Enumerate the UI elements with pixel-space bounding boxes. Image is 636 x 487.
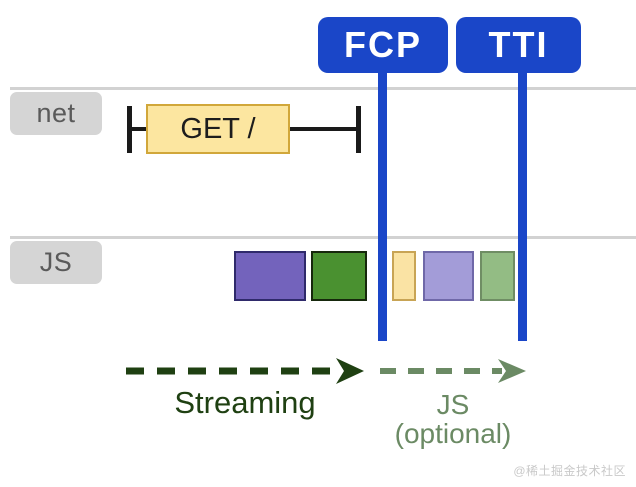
js-block-2 (311, 251, 367, 301)
fcp-marker-line (378, 66, 387, 341)
watermark: @稀土掘金技术社区 (513, 464, 626, 478)
fcp-marker-badge: FCP (318, 17, 448, 73)
tti-marker-label: TTI (488, 24, 549, 65)
streaming-phase-label: Streaming (120, 385, 370, 420)
lane-label-js-text: JS (39, 247, 73, 277)
lane-label-js: JS (10, 241, 102, 284)
lane-label-net-text: net (36, 98, 76, 128)
js-optional-phase-arrow (380, 359, 526, 383)
fcp-marker-label: FCP (344, 24, 422, 65)
lane-label-net: net (10, 92, 102, 135)
streaming-phase-arrow (126, 358, 364, 384)
js-block-4 (423, 251, 474, 301)
net-request-label: GET / (180, 112, 256, 145)
js-block-3 (392, 251, 416, 301)
js-optional-label-line1: JS (436, 389, 470, 420)
net-request-start-cap (127, 106, 132, 153)
net-lane-divider (10, 87, 636, 90)
net-request-end-cap (356, 106, 361, 153)
js-optional-label-line2: (optional) (394, 418, 512, 450)
tti-marker-badge: TTI (456, 17, 581, 73)
js-block-1 (234, 251, 306, 301)
js-block-5 (480, 251, 515, 301)
streaming-phase-label-text: Streaming (174, 385, 316, 420)
js-lane-divider (10, 236, 636, 239)
net-request-block: GET / (146, 104, 290, 154)
tti-marker-line (518, 66, 527, 341)
js-optional-phase-label: JS (optional) (368, 390, 538, 449)
